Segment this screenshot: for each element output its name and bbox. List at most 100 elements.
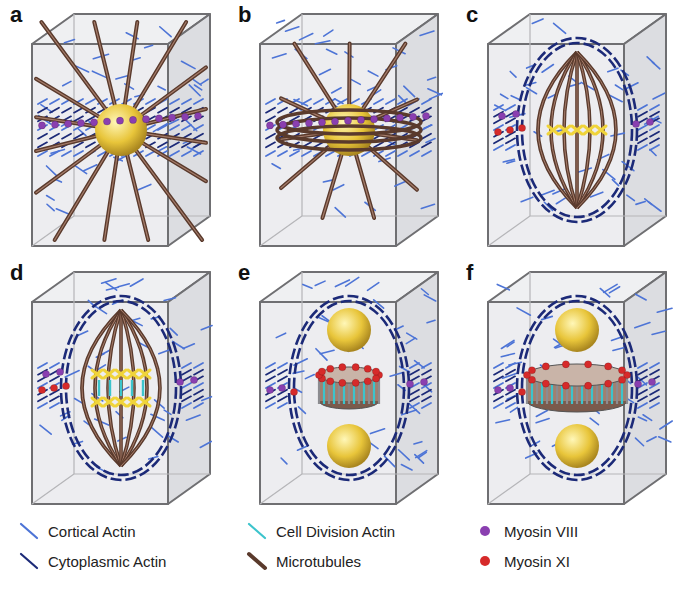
cell-division-actin: [109, 380, 111, 396]
cell-back-edge: [488, 474, 530, 504]
cytoplasmic-actin-filament: [278, 151, 287, 156]
cytoplasmic-actin-filament: [650, 396, 659, 401]
myosin-viii-dot: [51, 121, 58, 128]
panel-letter: e: [238, 260, 250, 286]
spindle-highlight: [121, 310, 134, 466]
cortical-actin-filament: [276, 333, 285, 337]
cytoplasmic-actin-filament: [638, 390, 647, 395]
spindle-highlight: [95, 310, 121, 466]
cortical-actin-filament: [56, 209, 69, 215]
cortical-actin-filament: [327, 49, 337, 54]
cortical-actin-filament: [657, 308, 672, 312]
cytoplasmic-actin-filament: [638, 403, 647, 408]
myosin-xi-dot: [506, 126, 513, 133]
microtubule: [142, 142, 206, 181]
cortical-actin-filament: [138, 184, 150, 189]
cell-back-edge: [260, 216, 302, 246]
cell-stage-panel: b: [236, 4, 451, 254]
myosin-viii-dot: [292, 120, 299, 127]
phragmoplast: [319, 367, 379, 409]
cytoplasmic-actin-filament: [86, 99, 95, 104]
cytoplasmic-actin-filament: [638, 370, 647, 375]
cytoplasmic-actin-filament: [374, 142, 383, 147]
legend-entry: Microtubules: [246, 548, 361, 574]
chromosome: [116, 370, 126, 378]
cortical-actin-filament: [501, 340, 514, 348]
cortical-actin-filament: [64, 40, 74, 43]
myosin-xi-dot: [62, 382, 69, 389]
myosin-viii-dot: [632, 120, 639, 127]
microtubule: [294, 44, 336, 110]
phragmoplast-top: [527, 364, 627, 386]
cortical-actin-filament: [497, 284, 509, 289]
legend-swatch: [474, 520, 496, 542]
cortical-actin-filament: [590, 418, 598, 425]
myosin-xi-dot: [327, 365, 334, 372]
legend-text: Cytoplasmic Actin: [48, 553, 166, 570]
cortical-actin-filament: [635, 438, 643, 446]
cortical-actin-filament: [421, 289, 428, 295]
cytoplasmic-actin-filament: [410, 403, 419, 408]
cortical-actin-filament: [659, 437, 671, 442]
legend-entry: Myosin XI: [474, 548, 570, 574]
cytoplasmic-actin-filament: [422, 396, 431, 401]
cortical-actin-filament: [189, 85, 200, 96]
cortical-actin-filament: [183, 344, 194, 349]
cytoplasmic-actin-filament: [302, 151, 311, 156]
cytoplasmic-actin-filament: [650, 403, 659, 408]
cytoplasmic-actin-ring: [294, 301, 404, 475]
cell-stage-panel: d: [8, 262, 223, 512]
cytoplasmic-actin: [38, 99, 203, 156]
myosin-viii-dot: [56, 368, 63, 375]
cytoplasmic-actin-filament: [650, 105, 659, 110]
myosin-xi-dot: [50, 384, 57, 391]
cytoplasmic-actin-filament: [182, 363, 191, 368]
cytoplasmic-actin-filament: [638, 138, 647, 143]
cortical-actin-filament: [77, 331, 87, 336]
microtubule-highlight: [145, 134, 206, 143]
microtubule-highlight: [125, 22, 138, 106]
cortical-actin-filament: [638, 417, 646, 421]
cortical-actin-filament: [496, 420, 510, 423]
myosin-viii-dot: [318, 119, 325, 126]
cell-illustration: [464, 262, 679, 512]
cortical-actin-filament: [536, 411, 547, 417]
cytoplasmic-actin-filament: [50, 108, 59, 113]
microtubule: [281, 146, 331, 188]
cortical-actin-filament: [272, 164, 280, 169]
spindle-microtubule: [121, 310, 160, 466]
cell-side-face: [168, 272, 210, 504]
cytoplasmic-actin-filament: [194, 125, 203, 130]
myosin-viii-dot: [648, 378, 655, 385]
cytoplasmic-actin-filament: [146, 125, 155, 130]
cell-division-actin: [98, 380, 100, 396]
cytoplasmic-actin-filament: [62, 108, 71, 113]
cortical-actin: [40, 279, 212, 474]
cortical-actin-filament: [47, 204, 54, 210]
myosin-xi-dot: [585, 382, 592, 389]
nucleus: [555, 308, 599, 352]
myosin-viii-dot: [279, 121, 286, 128]
cortical-actin-filament: [201, 79, 209, 84]
myosin-viii-dot: [181, 113, 188, 120]
legend-line-sample: [246, 520, 268, 542]
cortical-actin: [272, 20, 442, 217]
cytoplasmic-actin-filament: [266, 134, 275, 139]
cytoplasmic-actin-filament: [182, 396, 191, 401]
cytoplasmic-actin-filament: [410, 363, 419, 368]
cytoplasmic-actin-filament: [266, 142, 275, 147]
cortical-actin-filament: [92, 71, 106, 77]
cortical-actin-filament: [427, 320, 435, 323]
cortical-actin-filament: [118, 284, 129, 287]
myosin-viii-dot: [176, 378, 183, 385]
microtubule-highlight: [144, 109, 206, 124]
cytoplasmic-actin-filament: [50, 363, 59, 368]
myosin-viii-dot: [38, 122, 45, 129]
microtubule-highlight: [104, 154, 117, 240]
cortical-actin-filament: [521, 197, 533, 202]
cortical-actin-filament: [416, 451, 427, 458]
cytoplasmic-actin-filament: [494, 138, 503, 143]
cytoplasmic-actin-filament: [170, 125, 179, 130]
cortical-actin-filament: [402, 410, 417, 415]
nucleus: [555, 424, 599, 468]
